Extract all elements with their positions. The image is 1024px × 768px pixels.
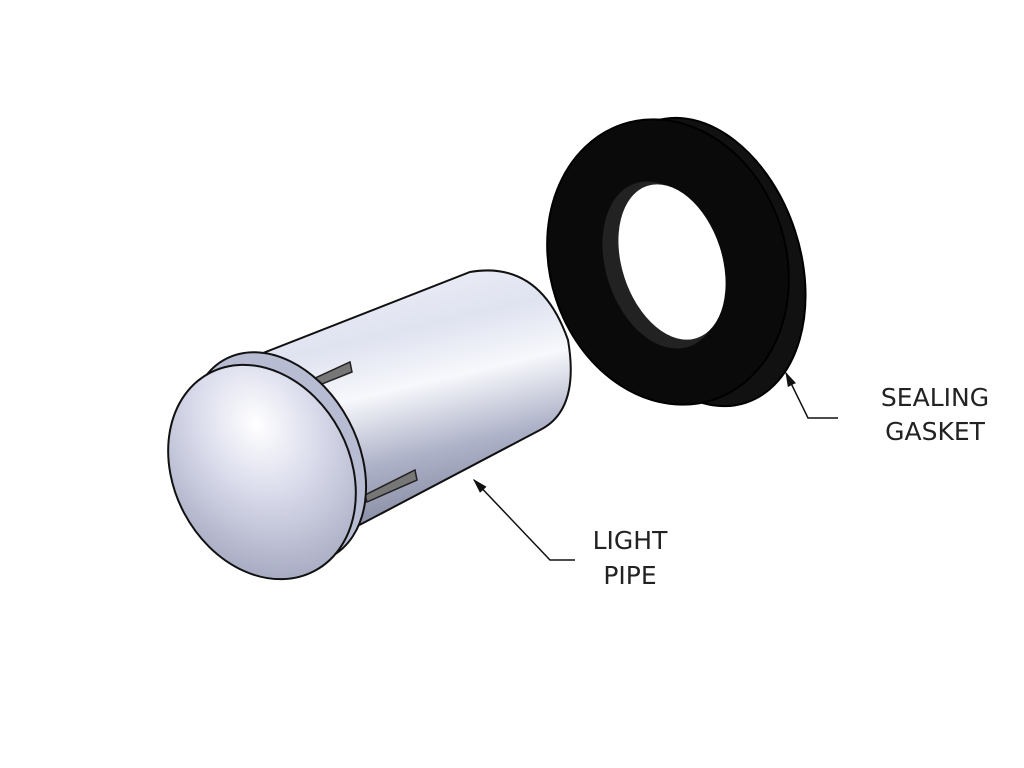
light-pipe <box>167 269 572 581</box>
gasket-label-line1: SEALING <box>881 383 989 412</box>
light-pipe-label-line1: LIGHT <box>593 526 668 555</box>
gasket-label-line2: GASKET <box>885 417 986 446</box>
light-pipe-leader <box>472 478 575 561</box>
light-pipe-label-line2: PIPE <box>603 561 656 590</box>
sealing-gasket <box>546 116 807 408</box>
gasket-leader <box>785 371 838 419</box>
